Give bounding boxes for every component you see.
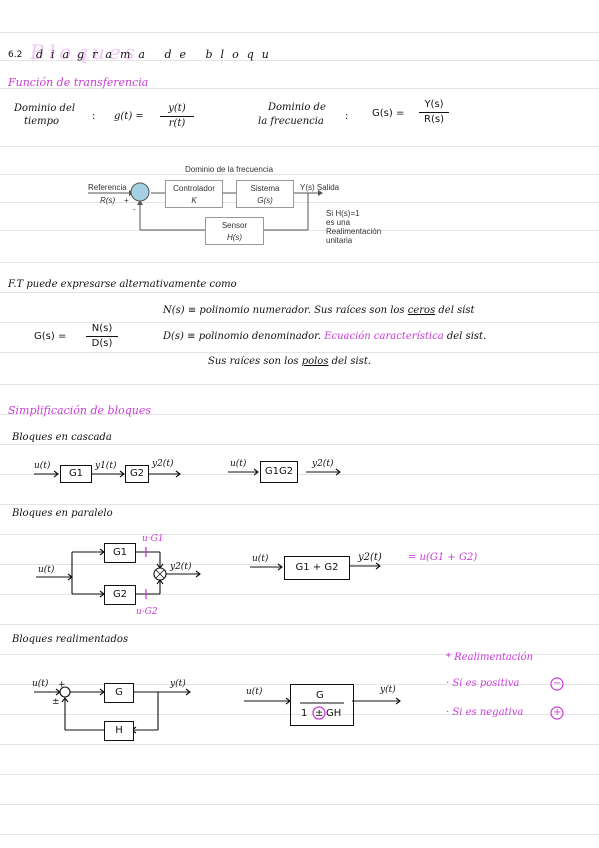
reference-label: Referencia — [88, 183, 127, 192]
system-block: Sistema G(s) — [236, 180, 294, 208]
positive-sign-symbol: − — [553, 678, 562, 689]
parallel-y2-result: y2(t) — [358, 552, 382, 563]
system-symbol: G(s) — [257, 196, 273, 205]
feedback-note-positive: · Si es positiva — [446, 678, 520, 689]
parallel-u-result: u(t) — [252, 554, 269, 564]
ft-fraction: N(s) D(s) — [86, 324, 118, 349]
feedback-h-block: H — [104, 721, 134, 741]
cascade-g2-block: G2 — [125, 465, 149, 483]
colon: : — [92, 111, 96, 122]
feedback-result-numerator: G — [316, 690, 324, 701]
negative-sign-symbol: + — [553, 707, 562, 718]
g-lhs: g(t) = — [114, 111, 144, 122]
unit-feedback-note-2: es una — [326, 218, 351, 227]
G-numerator: Y(s) — [419, 100, 449, 113]
parallel-heading: Bloques en paralelo — [12, 508, 113, 519]
feedback-y-result: y(t) — [380, 685, 396, 695]
g-fraction: y(t) r(t) — [160, 104, 194, 129]
sensor-block: Sensor H(s) — [205, 217, 264, 245]
g-denominator: r(t) — [168, 118, 186, 129]
cascade-g1-block: G1 — [60, 465, 92, 483]
sensor-label: Sensor — [221, 221, 248, 230]
parallel-u: u(t) — [38, 565, 55, 575]
feedback-result-den-gh: GH — [326, 708, 342, 719]
feedback-note-negative: · Si es negativa — [446, 707, 524, 718]
G-denominator: R(s) — [424, 114, 444, 125]
colon-2: : — [345, 111, 349, 122]
numerator-definition: N(s) ≡ polinomio numerador. Sus raíces s… — [163, 305, 475, 316]
feedback-plus-minus: ± — [52, 697, 60, 707]
parallel-sum-block: G1 + G2 — [284, 556, 350, 580]
controller-label: Controlador — [173, 184, 215, 193]
G-fraction: Y(s) R(s) — [419, 100, 449, 125]
unit-feedback-note-3: Realimentación — [326, 227, 382, 236]
u-g2-label: u·G2 — [136, 607, 158, 617]
G-lhs: G(s) = — [372, 108, 405, 119]
characteristic-equation: Ecuación característica — [324, 331, 444, 342]
title-overlay: Bloques — [30, 40, 139, 64]
ft-lhs: G(s) = — [34, 331, 67, 342]
controller-block: Controlador K — [165, 180, 223, 208]
feedback-result-den-sign: ± — [315, 708, 324, 719]
polos-word: polos — [301, 356, 329, 367]
denominator-definition: D(s) ≡ polinomio denominador. Ecuación c… — [163, 331, 487, 342]
cascade-heading: Bloques en cascada — [12, 432, 112, 443]
feedback-u-result: u(t) — [246, 687, 263, 697]
feedback-result-den-one: 1 — [301, 708, 308, 719]
freq-domain-label-2: la frecuencia — [258, 116, 324, 127]
unit-feedback-note-4: unitaria — [326, 236, 353, 245]
time-domain-label-2: tiempo — [24, 116, 60, 127]
feedback-g-block: G — [104, 683, 134, 703]
plus-sign: + — [124, 196, 129, 205]
feedback-y: y(t) — [170, 679, 186, 689]
cascade-u-result: u(t) — [230, 459, 247, 469]
parallel-result-equation: = u(G1 + G2) — [408, 552, 478, 563]
simplification-heading: Simplificación de bloques — [8, 404, 152, 417]
output-label: Y(s) Salida — [300, 183, 340, 192]
controller-symbol: K — [191, 196, 197, 205]
reference-symbol: R(s) — [100, 196, 116, 205]
unit-feedback-note-1: Si H(s)=1 — [326, 209, 360, 218]
minus-sign: - — [133, 205, 136, 214]
u-g1-label: u·G1 — [142, 534, 164, 544]
ceros-word: ceros — [407, 305, 436, 316]
cascade-g1g2-block: G1G2 — [260, 461, 298, 483]
feedback-plus: + — [58, 680, 66, 690]
page-title: diagrama de bloqu — [36, 48, 277, 61]
cascade-y2: y2(t) — [152, 459, 174, 469]
section-number: 6.2 — [8, 50, 23, 60]
ft-numerator: N(s) — [86, 324, 118, 337]
feedback-result-block — [290, 684, 354, 726]
roots-line: Sus raíces son los polos del sist. — [208, 356, 372, 367]
feedback-note-title: * Realimentación — [446, 652, 534, 663]
cascade-y1: y1(t) — [95, 461, 117, 471]
transfer-heading: Función de transferencia — [8, 76, 149, 89]
parallel-g2-block: G2 — [104, 585, 136, 605]
feedback-u: u(t) — [32, 679, 49, 689]
cascade-u: u(t) — [34, 461, 51, 471]
freq-domain-label-1: Dominio de — [268, 102, 326, 113]
ft-intro: F.T puede expresarse alternativamente co… — [8, 279, 237, 290]
ft-denominator: D(s) — [91, 338, 113, 349]
system-label: Sistema — [250, 184, 280, 193]
cascade-y2-result: y2(t) — [312, 459, 334, 469]
feedback-heading: Bloques realimentados — [12, 634, 129, 645]
parallel-y2: y2(t) — [170, 562, 192, 572]
sensor-symbol: H(s) — [226, 233, 243, 242]
diagram-top-label: Dominio de la frecuencia — [185, 165, 274, 174]
time-domain-label-1: Dominio del — [14, 103, 76, 114]
parallel-g1-block: G1 — [104, 543, 136, 563]
g-numerator: y(t) — [160, 104, 194, 117]
